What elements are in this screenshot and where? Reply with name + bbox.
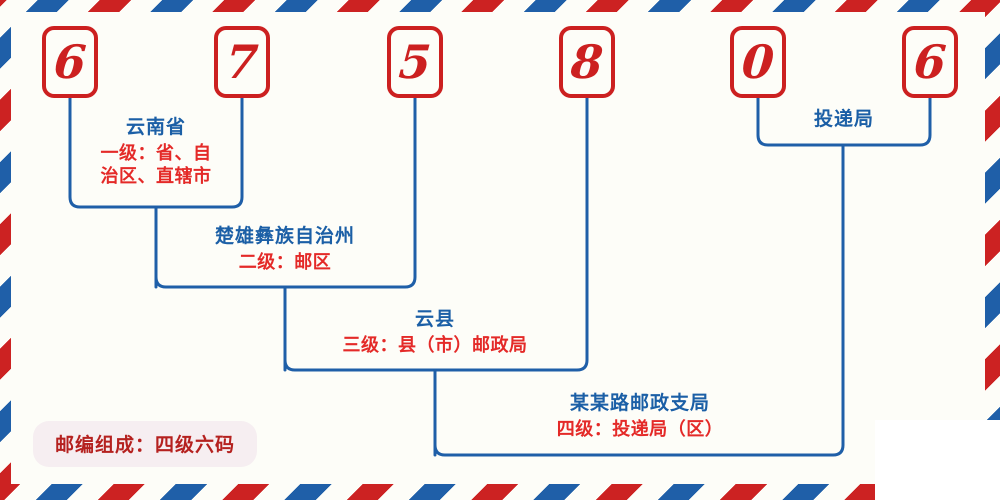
postcode-digit-3[interactable]: 5 xyxy=(387,26,443,98)
level-1-label-group: 云南省 一级：省、自 治区、直辖市 xyxy=(76,116,236,188)
level-2-label-group: 楚雄彝族自治州 二级：邮区 xyxy=(175,225,395,274)
level-3-title: 云县 xyxy=(414,308,455,330)
level-3-label-group: 云县 三级：县（市）邮政局 xyxy=(300,308,570,357)
postcode-digit-6-value: 6 xyxy=(912,35,948,89)
postcode-digit-2[interactable]: 7 xyxy=(214,26,270,98)
postcode-digit-5-value: 0 xyxy=(740,35,776,89)
delivery-bureau-label-group: 投递局 xyxy=(778,108,910,132)
level-2-title: 楚雄彝族自治州 xyxy=(214,225,355,247)
level-3-subtitle: 三级：县（市）邮政局 xyxy=(342,334,528,356)
level-1-title: 云南省 xyxy=(125,116,186,138)
level-4-label-group: 某某路邮政支局 四级：投递局（区） xyxy=(455,392,825,441)
postcode-composition-badge: 邮编组成：四级六码 xyxy=(33,421,258,467)
level-4-title: 某某路邮政支局 xyxy=(569,392,710,414)
level-2-subtitle: 二级：邮区 xyxy=(238,251,332,273)
level-1-subtitle-line-1: 一级：省、自 xyxy=(100,142,212,164)
postcode-digit-2-value: 7 xyxy=(224,35,260,89)
delivery-bureau-title: 投递局 xyxy=(813,108,874,130)
paper-edge-fill-right xyxy=(985,420,1000,500)
postcode-digit-5[interactable]: 0 xyxy=(730,26,786,98)
postcode-digit-6[interactable]: 6 xyxy=(902,26,958,98)
postcode-digit-1-value: 6 xyxy=(52,35,88,89)
postcode-digit-4[interactable]: 8 xyxy=(559,26,615,98)
postcode-digit-1[interactable]: 6 xyxy=(42,26,98,98)
postcode-digit-4-value: 8 xyxy=(569,35,605,89)
level-4-subtitle: 四级：投递局（区） xyxy=(556,418,724,440)
postcode-digit-3-value: 5 xyxy=(397,35,433,89)
paper-corner-fill-bottom-right xyxy=(875,420,1000,500)
level-1-subtitle-line-2: 治区、直辖市 xyxy=(100,165,212,187)
